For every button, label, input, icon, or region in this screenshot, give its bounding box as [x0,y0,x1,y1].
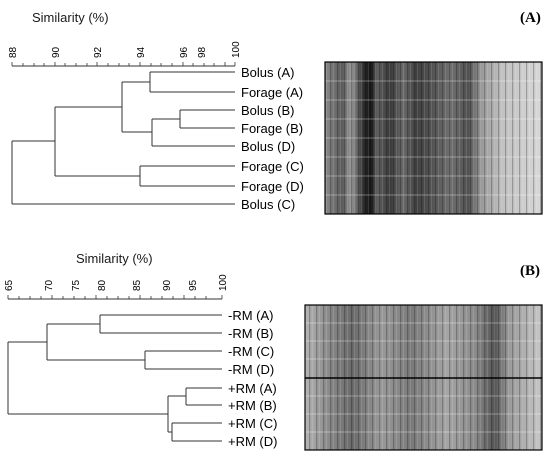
panel-a-dendrogram [11,71,235,205]
panel-a-tick-label: 98 [197,46,208,58]
panel-a-tick-label: 92 [93,46,104,58]
panel-a-leaf-label: Bolus (D) [241,139,295,154]
panel-a-tick-label: 96 [179,46,190,58]
panel-b-tick-label: 95 [188,279,199,291]
panel-b-leaf-label: -RM (D) [228,362,274,377]
panel-b-leaf-label: -RM (C) [228,344,274,359]
panel-a-letter: (A) [520,10,541,26]
panel-a-tick-label: 94 [136,46,147,58]
panel-b-leaf-label: +RM (C) [228,416,277,431]
panel-a-tick-label: 88 [8,46,19,58]
panel-b-tick-label: 100 [218,274,229,291]
panel-b-axis-title: Similarity (%) [76,251,153,266]
panel-b-leaf-label: -RM (A) [228,308,274,323]
panel-a-leaf-label: Forage (A) [241,85,303,100]
panel-b-leaf-label: +RM (B) [228,398,277,413]
panel-b-tick-label: 85 [132,279,143,291]
panel-a-leaf-label: Bolus (B) [241,103,294,118]
panel-b-tick-label: 80 [97,279,108,291]
panel-b-letter: (B) [520,263,540,279]
panel-a-leaf-label: Forage (C) [241,159,304,174]
panel-a-tick-label: 100 [231,41,242,58]
panel-b-minor-ticks [7,295,223,299]
panel-a-minor-ticks [11,62,236,66]
panel-a-tick-label: 90 [51,46,62,58]
panel-b-tick-label: 75 [71,279,82,291]
panel-b-dendrogram [7,314,222,442]
panel-a-leaf-label: Forage (B) [241,121,303,136]
panel-a-leaf-label: Bolus (C) [241,197,295,212]
panel-b: Similarity (%) (B) 65 70 75 80 85 90 95 … [4,251,543,451]
panel-a-leaf-label: Forage (D) [241,179,304,194]
panel-b-leaf-label: -RM (B) [228,326,274,341]
panel-a-leaf-label: Bolus (A) [241,65,294,80]
panel-a-axis-title: Similarity (%) [32,10,109,25]
panel-b-tick-label: 65 [4,279,15,291]
panel-a-gel-image [324,61,543,215]
panel-b-gel-image [304,304,543,451]
panel-b-tick-label: 90 [162,279,173,291]
panel-b-tick-label: 70 [44,279,55,291]
panel-b-leaf-label: +RM (D) [228,434,277,449]
panel-a: Similarity (%) (A) 88 90 92 94 96 98 100 [8,10,543,215]
panel-b-leaf-label: +RM (A) [228,381,277,396]
